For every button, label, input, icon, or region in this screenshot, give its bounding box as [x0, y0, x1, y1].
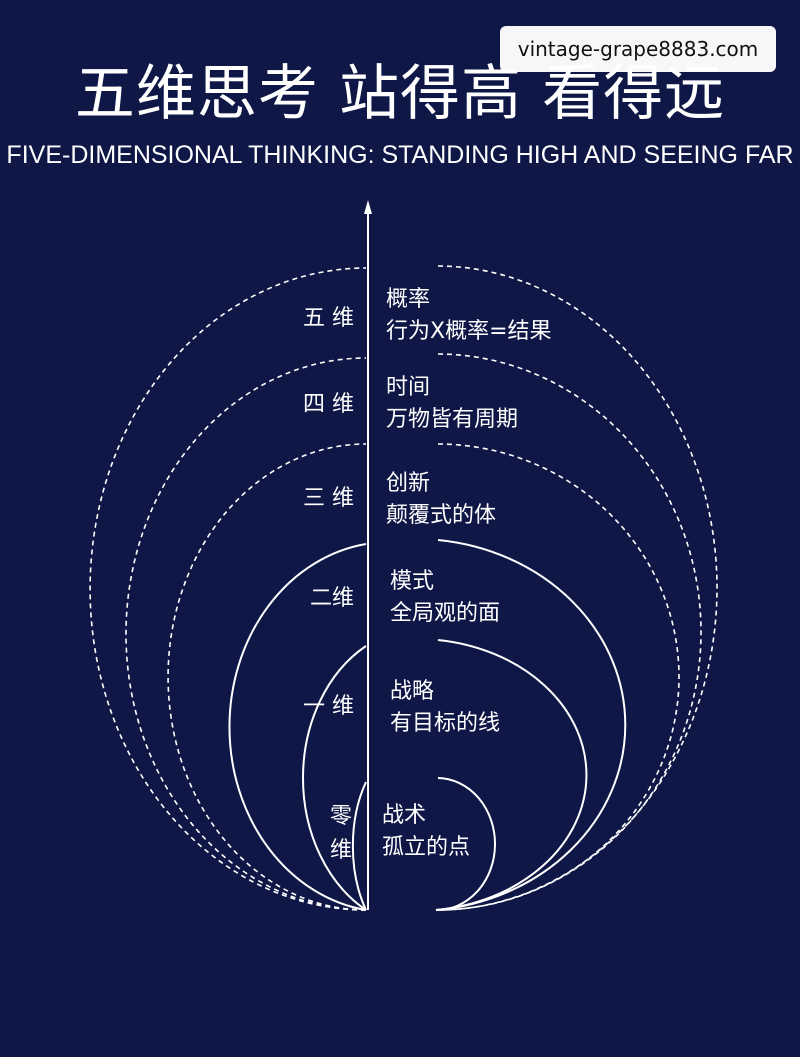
- arc-right-dim2: [435, 539, 627, 911]
- arc-right-dim5: [435, 265, 718, 911]
- arc-left-dim1: [301, 645, 367, 911]
- dimension-label-five: 五 维: [303, 306, 354, 331]
- level-desc-zero: 孤立的点: [382, 835, 471, 860]
- dimension-label-three: 三 维: [303, 486, 354, 511]
- dimension-label-one: 一 维: [303, 694, 354, 719]
- arc-left-dim5: [89, 267, 367, 911]
- page-title: 五维思考 站得高 看得远: [74, 59, 726, 129]
- level-name-two: 模式: [390, 569, 435, 594]
- level-desc-two: 全局观的面: [390, 601, 501, 626]
- level-desc-five: 行为X概率=结果: [386, 319, 552, 344]
- level-name-one: 战略: [390, 679, 435, 704]
- level-desc-four: 万物皆有周期: [386, 407, 519, 432]
- level-desc-one: 有目标的线: [390, 711, 501, 736]
- arc-left-dim3: [167, 443, 367, 911]
- level-name-zero: 战术: [382, 803, 427, 828]
- level-name-three: 创新: [386, 471, 431, 496]
- watermark: vintage-grape8883.com: [500, 26, 776, 72]
- arc-left-dim4: [125, 357, 367, 911]
- level-name-five: 概率: [386, 287, 431, 312]
- axis-arrow-icon: [364, 200, 372, 214]
- arc-right-dim0: [435, 777, 496, 912]
- dimension-label-two: 二维: [309, 586, 354, 611]
- arc-right-dim4: [435, 353, 702, 911]
- page-subtitle: FIVE-DIMENSIONAL THINKING: STANDING HIGH…: [6, 141, 794, 169]
- arc-right-dim1: [435, 639, 588, 911]
- level-desc-three: 颠覆式的体: [386, 503, 497, 528]
- arc-left-dim2: [228, 543, 367, 911]
- arc-left-dim0: [351, 781, 367, 911]
- dimension-label-four: 四 维: [303, 392, 354, 417]
- dimension-label-zero-bottom: 维: [329, 838, 352, 863]
- arc-right-dim3: [435, 443, 680, 911]
- level-name-four: 时间: [386, 375, 431, 400]
- dimension-label-zero-top: 零: [329, 804, 352, 829]
